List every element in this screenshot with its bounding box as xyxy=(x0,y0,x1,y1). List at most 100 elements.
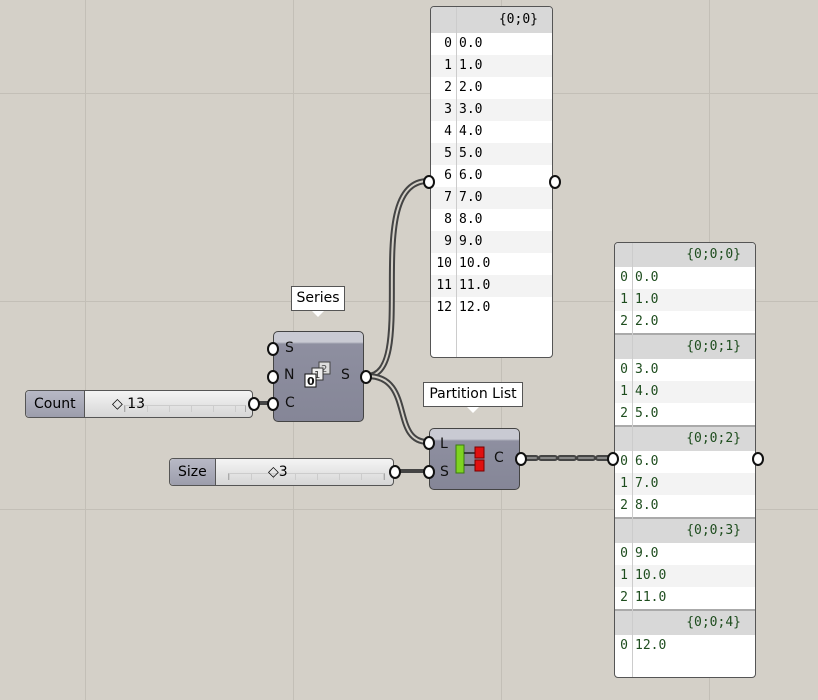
item-value: 0.0 xyxy=(635,270,659,285)
item-index: 11 xyxy=(436,278,452,293)
item-index: 4 xyxy=(444,124,452,139)
item-value: 10.0 xyxy=(459,256,491,271)
item-index: 0 xyxy=(620,454,628,469)
branch-header: {0;0;4} xyxy=(615,609,755,635)
panel2-input-port[interactable] xyxy=(607,452,619,466)
slider-handle-icon[interactable]: ◇ xyxy=(268,464,279,480)
partition-output-c-port[interactable] xyxy=(515,452,527,466)
branch-header: {0;0;2} xyxy=(615,425,755,451)
count-slider[interactable]: Count ◇ 13 xyxy=(25,390,253,418)
item-value: 3.0 xyxy=(635,362,659,377)
panel1-output-port[interactable] xyxy=(549,175,561,189)
item-index: 2 xyxy=(444,80,452,95)
item-index: 10 xyxy=(436,256,452,271)
series-input-s-port[interactable] xyxy=(267,342,279,356)
slider-handle-icon[interactable]: ◇ xyxy=(112,396,123,412)
branch-header: {0;0;3} xyxy=(615,517,755,543)
item-value: 2.0 xyxy=(635,314,659,329)
size-value-text: 3 xyxy=(278,464,288,480)
item-index: 0 xyxy=(620,546,628,561)
item-value: 2.0 xyxy=(459,80,483,95)
series-output-s-port[interactable] xyxy=(360,370,372,384)
partition-input-s-port[interactable] xyxy=(423,465,435,479)
item-index: 5 xyxy=(444,146,452,161)
item-index: 3 xyxy=(444,102,452,117)
series-input-c-label: C xyxy=(285,395,295,411)
wire-series-to-partition xyxy=(364,373,431,445)
branch-header: {0;0;1} xyxy=(615,333,755,359)
count-slider-value[interactable]: ◇ 13 xyxy=(112,391,145,417)
item-value: 7.0 xyxy=(459,190,483,205)
panel-header: {0;0} xyxy=(431,7,552,33)
size-slider[interactable]: Size ◇3 xyxy=(169,458,394,486)
count-slider-label: Count xyxy=(26,391,85,417)
item-value: 1.0 xyxy=(459,58,483,73)
item-index: 2 xyxy=(620,590,628,605)
item-index: 0 xyxy=(620,362,628,377)
item-value: 11.0 xyxy=(635,590,667,605)
item-index: 1 xyxy=(620,568,628,583)
branch-header: {0;0;0} xyxy=(615,243,755,267)
count-value-text: 13 xyxy=(127,396,146,412)
item-index: 6 xyxy=(444,168,452,183)
list-item: 11 11.0 xyxy=(431,275,552,297)
item-index: 1 xyxy=(620,476,628,491)
svg-text:2: 2 xyxy=(321,364,327,375)
panel2-output-port[interactable] xyxy=(752,452,764,466)
panel1-input-port[interactable] xyxy=(423,175,435,189)
item-value: 9.0 xyxy=(635,546,659,561)
size-slider-track xyxy=(228,473,385,480)
partition-input-s-label: S xyxy=(440,464,449,480)
item-index: 0 xyxy=(444,36,452,51)
series-input-n-label: N xyxy=(284,367,295,383)
item-value: 11.0 xyxy=(459,278,491,293)
item-index: 7 xyxy=(444,190,452,205)
size-slider-value[interactable]: ◇3 xyxy=(268,459,288,485)
item-index: 1 xyxy=(444,58,452,73)
item-value: 5.0 xyxy=(635,406,659,421)
item-value: 5.0 xyxy=(459,146,483,161)
series-input-c-port[interactable] xyxy=(267,397,279,411)
partition-input-l-port[interactable] xyxy=(423,436,435,450)
series-output-s-label: S xyxy=(341,367,350,383)
series-icon: 2 1 0 xyxy=(304,361,331,388)
partition-icon xyxy=(455,444,485,474)
series-input-n-port[interactable] xyxy=(267,370,279,384)
partition-list-component[interactable]: L S C xyxy=(429,428,520,490)
item-index: 0 xyxy=(620,270,628,285)
item-index: 1 xyxy=(620,384,628,399)
item-index: 2 xyxy=(620,406,628,421)
size-slider-output-port[interactable] xyxy=(389,465,401,479)
series-tooltip: Series xyxy=(291,286,345,317)
item-index: 2 xyxy=(620,314,628,329)
item-index: 2 xyxy=(620,498,628,513)
series-input-s-label: S xyxy=(285,340,294,356)
series-component[interactable]: S N C S 2 1 0 xyxy=(273,331,364,422)
item-value: 8.0 xyxy=(635,498,659,513)
svg-text:0: 0 xyxy=(307,375,315,388)
count-slider-output-port[interactable] xyxy=(248,397,260,411)
count-slider-track xyxy=(124,405,246,412)
